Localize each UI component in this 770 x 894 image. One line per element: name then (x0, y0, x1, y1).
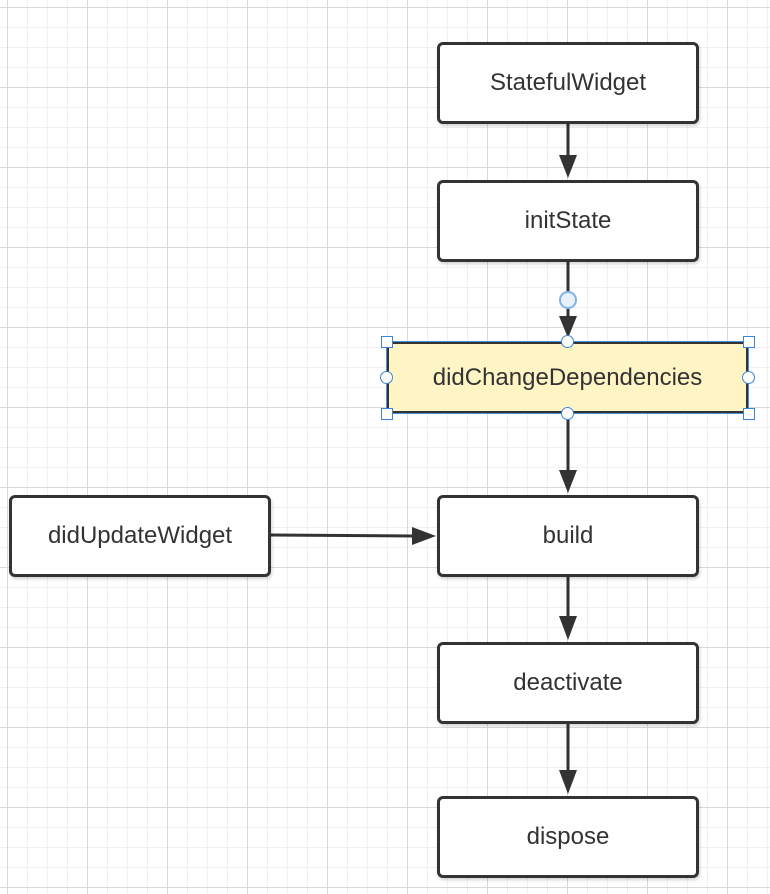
resize-handle-bottom-right[interactable] (743, 408, 755, 420)
node-dispose[interactable]: dispose (437, 796, 699, 878)
edge-didchangedependencies-to-build[interactable] (559, 413, 577, 493)
edge-deactivate-to-dispose[interactable] (559, 723, 577, 794)
node-dispose-label: dispose (526, 823, 610, 850)
node-initstate-label: initState (524, 207, 612, 234)
resize-handle-top-right[interactable] (743, 336, 755, 348)
node-didupdatewidget-label: didUpdateWidget (47, 522, 233, 549)
node-didupdatewidget[interactable]: didUpdateWidget (9, 495, 271, 577)
edge-endpoint-handle[interactable] (559, 291, 577, 309)
connection-point-left[interactable] (380, 371, 393, 384)
resize-handle-bottom-left[interactable] (381, 408, 393, 420)
edge-didupdatewidget-to-build[interactable] (269, 527, 436, 545)
edge-build-to-deactivate[interactable] (559, 576, 577, 640)
connection-point-top[interactable] (561, 335, 574, 348)
connection-point-right[interactable] (742, 371, 755, 384)
node-statefulwidget-label: StatefulWidget (489, 69, 647, 96)
edge-statefulwidget-to-initstate[interactable] (559, 123, 577, 178)
node-didchangedependencies[interactable]: didChangeDependencies (386, 341, 749, 414)
node-deactivate[interactable]: deactivate (437, 642, 699, 724)
node-build-label: build (542, 522, 594, 549)
node-build[interactable]: build (437, 495, 699, 577)
connection-point-bottom[interactable] (561, 407, 574, 420)
node-didchangedependencies-label: didChangeDependencies (432, 363, 703, 391)
node-statefulwidget[interactable]: StatefulWidget (437, 42, 699, 124)
node-initstate[interactable]: initState (437, 180, 699, 262)
node-deactivate-label: deactivate (513, 669, 623, 696)
resize-handle-top-left[interactable] (381, 336, 393, 348)
